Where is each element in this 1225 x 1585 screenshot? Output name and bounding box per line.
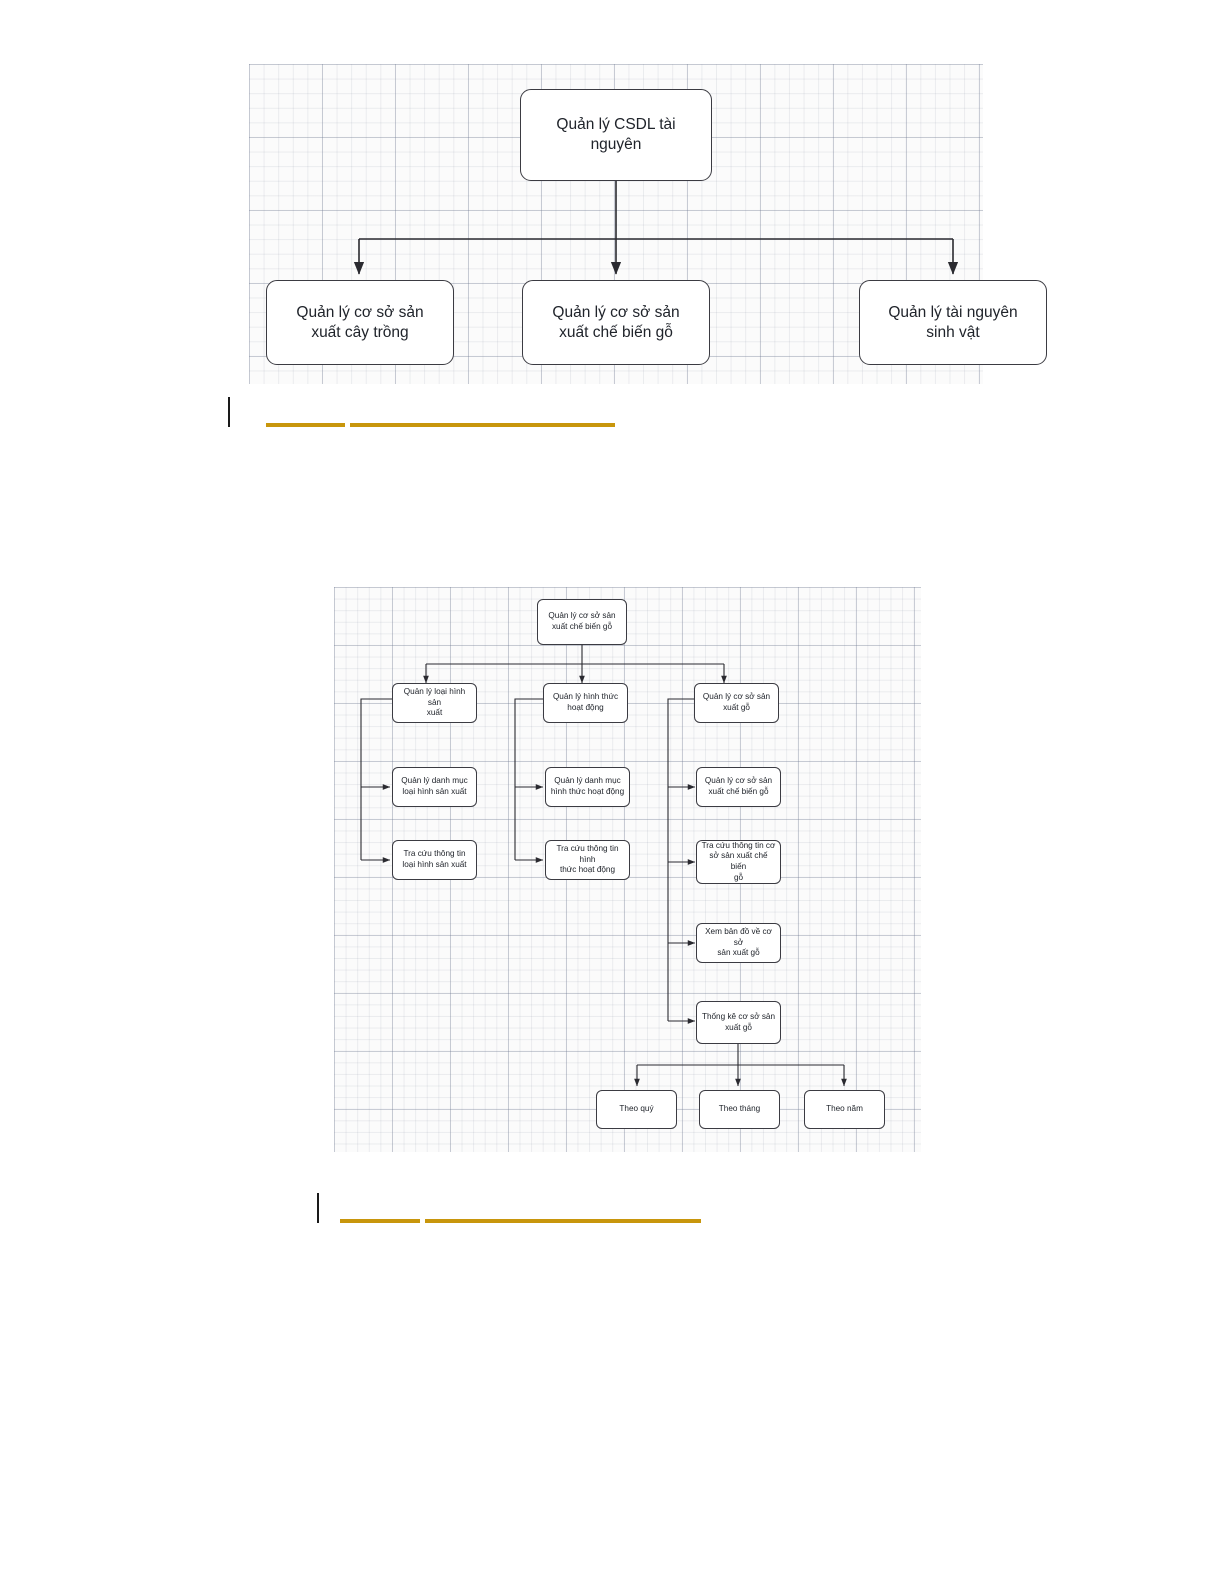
caption-tick-mark bbox=[317, 1193, 319, 1223]
caption-rule-short bbox=[340, 1219, 420, 1223]
node-quan-ly-co-so-san-xuat-che-bien-go-child[interactable]: Quản lý cơ sở sản xuất chế biến gỗ bbox=[696, 767, 781, 807]
node-quan-ly-co-so-san-xuat-cay-trong[interactable]: Quản lý cơ sở sản xuất cây trồng bbox=[266, 280, 454, 365]
node-tra-cuu-thong-tin-loai-hinh-san-xuat[interactable]: Tra cứu thông tin loại hình sản xuất bbox=[392, 840, 477, 880]
figure-functional-decomposition-wood-processing: Quản lý cơ sở sản xuất chế biến gỗ Quản … bbox=[334, 587, 921, 1152]
node-label: Tra cứu thông tin loại hình sản xuất bbox=[402, 849, 467, 869]
node-label: Theo tháng bbox=[718, 1104, 761, 1114]
node-label: Quản lý cơ sở sản xuất chế biến gỗ bbox=[704, 776, 773, 796]
node-root-quan-ly-co-so-san-xuat-che-bien-go[interactable]: Quản lý cơ sở sản xuất chế biến gỗ bbox=[537, 599, 627, 645]
node-label: Quản lý danh mục loại hình sản xuất bbox=[401, 776, 468, 796]
node-quan-ly-hinh-thuc-hoat-dong[interactable]: Quản lý hình thức hoạt động bbox=[543, 683, 628, 723]
figure-2-connectors bbox=[360, 645, 847, 1087]
node-quan-ly-loai-hinh-san-xuat[interactable]: Quản lý loại hình sản xuất bbox=[392, 683, 477, 723]
node-quan-ly-danh-muc-loai-hinh-san-xuat[interactable]: Quản lý danh mục loại hình sản xuất bbox=[392, 767, 477, 807]
figure-functional-decomposition-resource-database: Quản lý CSDL tài nguyên Quản lý cơ sở sả… bbox=[249, 64, 1047, 384]
figure-1-connectors bbox=[353, 181, 959, 275]
node-label: Quản lý cơ sở sản xuất chế biến gỗ bbox=[548, 611, 616, 631]
node-label: Xem bản đồ về cơ sở sản xuất gỗ bbox=[705, 927, 772, 958]
node-label: Quản lý CSDL tài nguyên bbox=[556, 116, 676, 153]
node-label: Theo năm bbox=[826, 1104, 863, 1114]
node-quan-ly-danh-muc-hinh-thuc-hoat-dong[interactable]: Quản lý danh mục hình thức hoạt động bbox=[545, 767, 630, 807]
node-label: Quản lý cơ sở sản xuất gỗ bbox=[702, 692, 771, 712]
node-label: Quản lý hình thức hoạt động bbox=[552, 692, 619, 712]
node-label: Tra cứu thông tin cơ sở sản xuất chế biế… bbox=[701, 840, 776, 882]
caption-tick-mark bbox=[228, 397, 230, 427]
node-label: Quản lý cơ sở sản xuất chế biến gỗ bbox=[552, 303, 680, 341]
node-label: Theo quý bbox=[619, 1104, 654, 1114]
caption-rule-long bbox=[350, 423, 615, 427]
node-label: Tra cứu thông tin hình thức hoạt động bbox=[556, 844, 619, 875]
node-tra-cuu-thong-tin-hinh-thuc-hoat-dong[interactable]: Tra cứu thông tin hình thức hoạt động bbox=[545, 840, 630, 880]
node-theo-quy[interactable]: Theo quý bbox=[596, 1090, 677, 1129]
caption-rule-long bbox=[425, 1219, 701, 1223]
figure-2-caption-redacted bbox=[317, 1193, 717, 1227]
node-quan-ly-co-so-san-xuat-go[interactable]: Quản lý cơ sở sản xuất gỗ bbox=[694, 683, 779, 723]
node-label: Quản lý loại hình sản xuất bbox=[403, 687, 466, 718]
node-label: Quản lý cơ sở sản xuất cây trồng bbox=[296, 303, 424, 341]
figure-1-caption-redacted bbox=[228, 397, 628, 431]
node-xem-ban-do-ve-co-so-san-xuat-go[interactable]: Xem bản đồ về cơ sở sản xuất gỗ bbox=[696, 923, 781, 963]
node-theo-thang[interactable]: Theo tháng bbox=[699, 1090, 780, 1129]
caption-rule-short bbox=[266, 423, 345, 427]
node-label: Quản lý tài nguyên sinh vật bbox=[888, 303, 1018, 341]
node-label: Thống kê cơ sở sản xuất gỗ bbox=[701, 1011, 776, 1032]
node-label: Quản lý danh mục hình thức hoạt động bbox=[550, 776, 625, 796]
node-root-quan-ly-csdl-tai-nguyen[interactable]: Quản lý CSDL tài nguyên bbox=[520, 89, 712, 181]
node-tra-cuu-thong-tin-co-so-san-xuat-che-bien-go[interactable]: Tra cứu thông tin cơ sở sản xuất chế biế… bbox=[696, 840, 781, 884]
node-quan-ly-co-so-san-xuat-che-bien-go[interactable]: Quản lý cơ sở sản xuất chế biến gỗ bbox=[522, 280, 710, 365]
node-quan-ly-tai-nguyen-sinh-vat[interactable]: Quản lý tài nguyên sinh vật bbox=[859, 280, 1047, 365]
node-thong-ke-co-so-san-xuat-go[interactable]: Thống kê cơ sở sản xuất gỗ bbox=[696, 1001, 781, 1044]
node-theo-nam[interactable]: Theo năm bbox=[804, 1090, 885, 1129]
